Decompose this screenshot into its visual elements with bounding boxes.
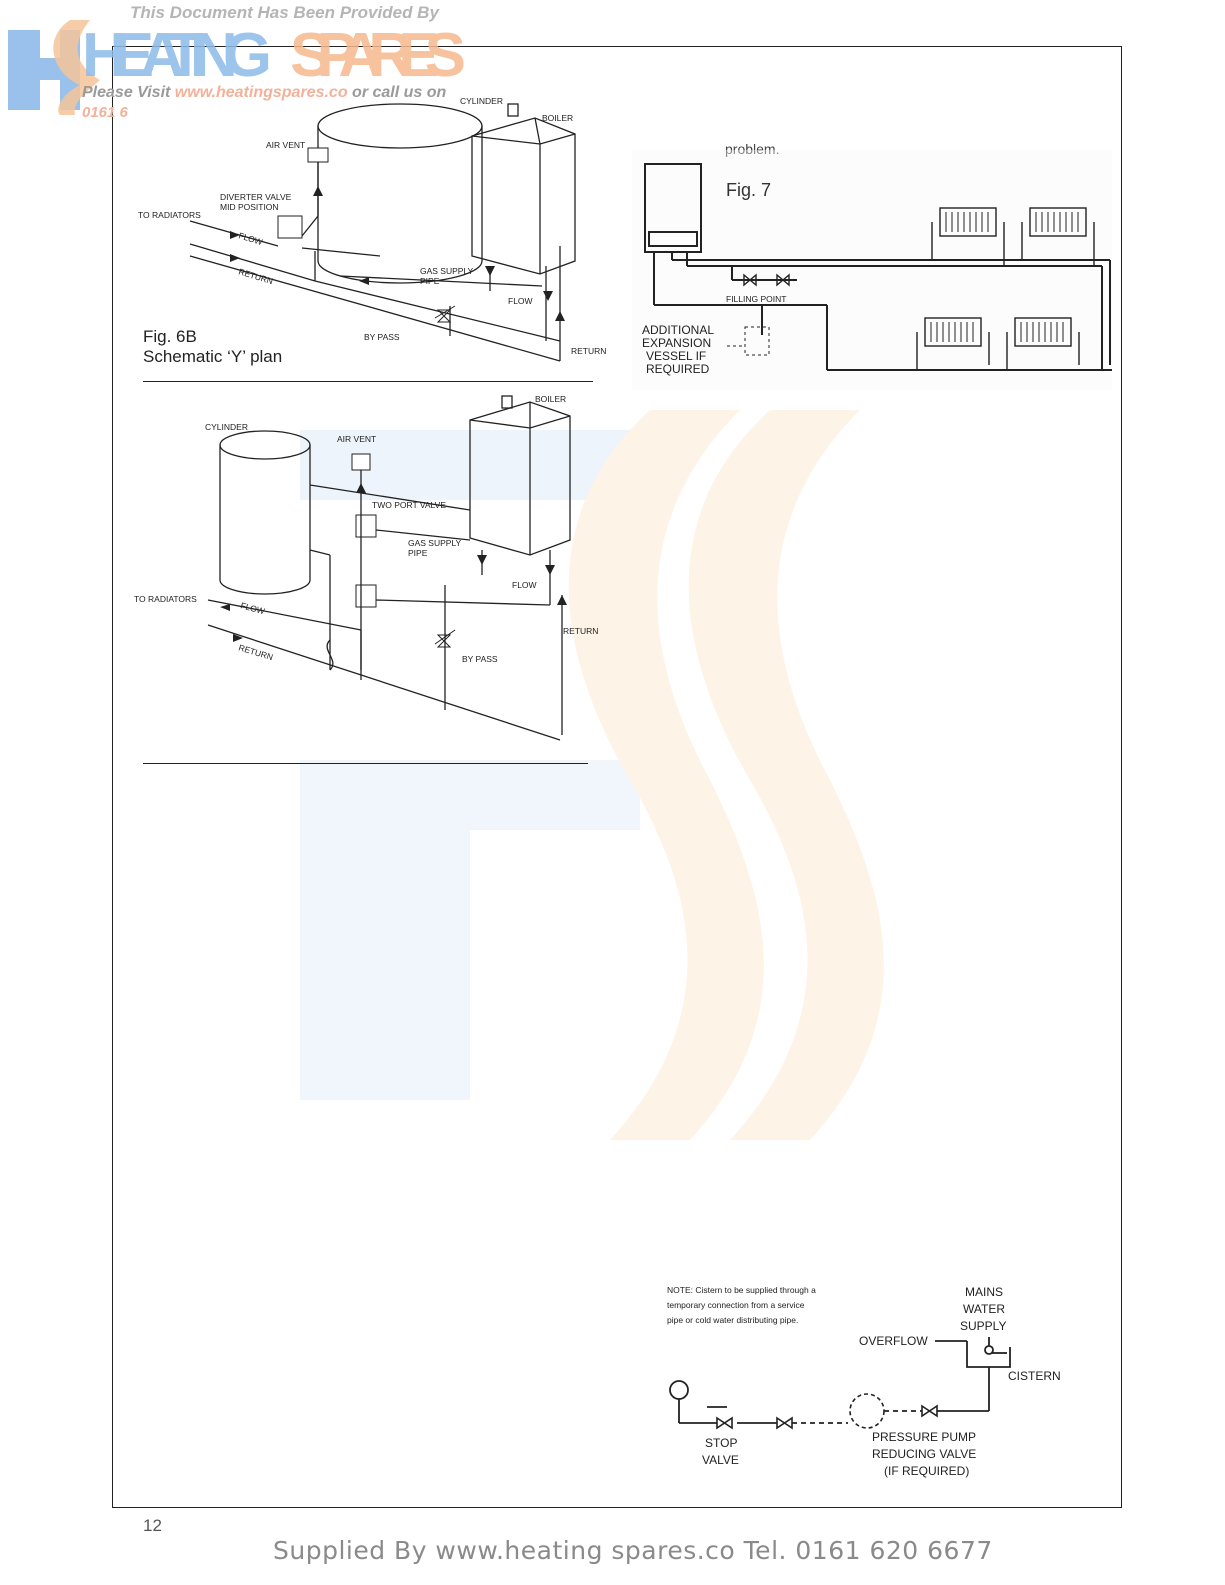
label-cylinder: CYLINDER: [460, 96, 503, 106]
label-if-required: (IF REQUIRED): [884, 1464, 969, 1478]
label-mains: MAINS: [965, 1285, 1003, 1299]
label-pipe: PIPE: [408, 548, 428, 558]
diverter-valve-icon: [277, 215, 303, 239]
label-gas-supply: GAS SUPPLY: [420, 266, 474, 276]
watermark-phone: 0161 6: [82, 104, 128, 121]
air-vent-icon: [351, 453, 371, 471]
fig-6b-diagram: CYLINDER BOILER AIR VENT DIVERTER VALVE …: [138, 96, 606, 362]
note-line-3: pipe or cold water distributing pipe.: [667, 1315, 798, 1325]
watermark-url: www.heatingspares.co: [174, 84, 348, 101]
cylinder: [219, 430, 311, 595]
label-air-vent: AIR VENT: [337, 434, 376, 444]
two-port-valve-icon-1: [355, 514, 377, 538]
fig-7-caption: Fig. 7: [726, 180, 772, 200]
reducing-valve-icon: [921, 1404, 938, 1418]
watermark-provided-by: This Document Has Been Provided By: [130, 3, 439, 22]
label-vessel-if: VESSEL IF: [646, 349, 706, 363]
label-required: REQUIRED: [646, 362, 710, 376]
fig-7-diagram: FILLING POINT ADDITIONAL EXPANSION VESSE…: [632, 150, 1112, 390]
label-pressure-pump: PRESSURE PUMP: [872, 1430, 976, 1444]
label-flow-2: FLOW: [508, 296, 533, 306]
label-by-pass: BY PASS: [364, 332, 400, 342]
filling-diagram: NOTE: Cistern to be supplied through a t…: [667, 1285, 1061, 1478]
label-return: RETURN: [237, 266, 274, 286]
cylinder: [317, 103, 483, 284]
label-stop: STOP: [705, 1436, 737, 1450]
label-pipe: PIPE: [420, 276, 440, 286]
note-line-2: temporary connection from a service: [667, 1300, 805, 1310]
label-valve: VALVE: [702, 1453, 739, 1467]
label-expansion: EXPANSION: [642, 336, 711, 350]
fig-6c-diagram: CYLINDER BOILER AIR VENT TWO PORT VALVE …: [134, 394, 598, 741]
expansion-vessel-icon: [744, 326, 770, 356]
heating-spares-logo: HEATING SPARES: [8, 20, 466, 115]
label-diverter-valve: DIVERTER VALVE: [220, 192, 292, 202]
label-by-pass: BY PASS: [462, 654, 498, 664]
label-reducing-valve: REDUCING VALVE: [872, 1447, 976, 1461]
label-flow: FLOW: [239, 600, 265, 616]
label-two-port-valve: TWO PORT VALVE: [372, 500, 446, 510]
label-to-radiators: TO RADIATORS: [134, 594, 197, 604]
footer-supplied-by: Supplied By www.heating spares.co Tel. 0…: [273, 1536, 993, 1565]
label-mid-position: MID POSITION: [220, 202, 279, 212]
label-cylinder: CYLINDER: [205, 422, 248, 432]
bypass-valve-icon: [434, 629, 456, 648]
label-return-2: RETURN: [563, 626, 598, 636]
gauge-icon: [669, 1380, 689, 1400]
fig-6b-caption: Fig. 6B Schematic ‘Y’ plan: [143, 327, 283, 366]
label-overflow: OVERFLOW: [859, 1334, 928, 1348]
fig-7-top-text: problem.: [725, 141, 780, 157]
label-cistern: CISTERN: [1008, 1369, 1061, 1383]
pump-icon: [849, 1393, 885, 1429]
radiator-icons: [916, 207, 1095, 370]
label-flow: FLOW: [237, 230, 263, 247]
cistern-icon: [935, 1337, 1011, 1412]
watermark-background-logo: [300, 400, 884, 1140]
divider-6c: [143, 763, 588, 764]
label-filling-point: FILLING POINT: [726, 294, 786, 304]
stop-valve-icon: [716, 1416, 793, 1430]
air-vent-icon: [307, 147, 329, 163]
label-boiler: BOILER: [542, 113, 573, 123]
label-flow-2: FLOW: [512, 580, 537, 590]
bypass-valve-icon: [434, 305, 456, 323]
label-water: WATER: [963, 1302, 1005, 1316]
watermark-visit-line: Please Visit www.heatingspares.co or cal…: [82, 84, 447, 101]
note-line-1: NOTE: Cistern to be supplied through a: [667, 1285, 816, 1295]
filling-point-valves-icon: [743, 273, 790, 287]
boiler: [471, 103, 576, 275]
label-gas-supply: GAS SUPPLY: [408, 538, 462, 548]
logo-word-spares: SPARES: [290, 21, 466, 90]
label-air-vent: AIR VENT: [266, 140, 305, 150]
label-return-2: RETURN: [571, 346, 606, 356]
label-supply: SUPPLY: [960, 1319, 1006, 1333]
label-to-radiators: TO RADIATORS: [138, 210, 201, 220]
page-number: 12: [143, 1516, 162, 1535]
boiler: [469, 395, 571, 556]
logo-word-heating: HEATING: [82, 21, 272, 90]
page-frame: [112, 46, 1122, 1508]
label-boiler: BOILER: [535, 394, 566, 404]
two-port-valve-icon-2: [355, 584, 377, 608]
label-additional: ADDITIONAL: [642, 323, 714, 337]
divider-6b: [143, 381, 593, 382]
